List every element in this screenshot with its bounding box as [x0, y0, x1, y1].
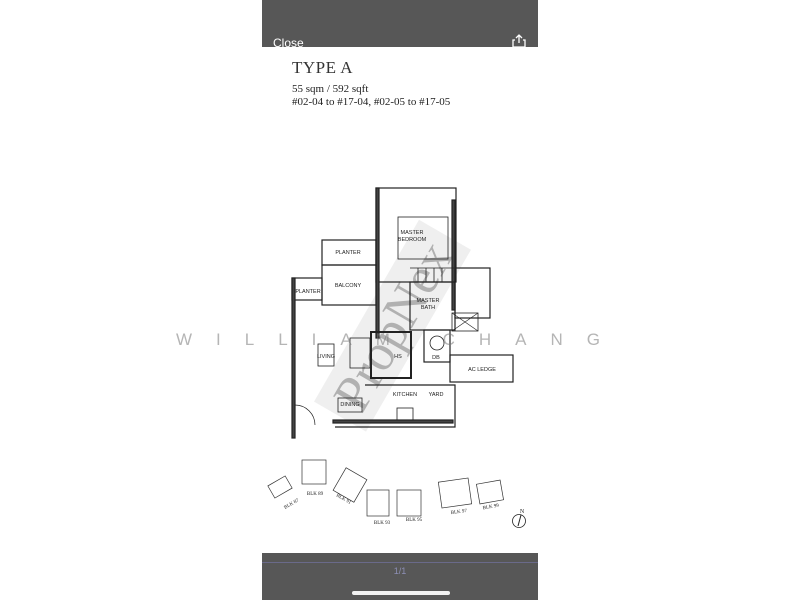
block-label: BLK 99 — [482, 504, 499, 512]
bed — [397, 216, 449, 260]
door — [294, 404, 316, 438]
home-indicator[interactable] — [352, 591, 450, 595]
shower — [451, 312, 479, 332]
divider — [262, 562, 538, 563]
living-left-wall — [291, 277, 296, 439]
sink — [396, 407, 414, 421]
room-label: BEDROOM — [398, 237, 427, 243]
plan-title: TYPE A — [292, 58, 354, 77]
watermark-text: WILLIAM CHANG — [175, 330, 625, 349]
page-indicator: 1/1 — [393, 566, 407, 576]
kitchen-room — [335, 384, 456, 428]
floor-plan: PropNex — [267, 187, 526, 528]
close-button[interactable]: Close — [273, 37, 304, 47]
room-label: MASTER — [401, 230, 424, 236]
site-plan — [267, 459, 504, 517]
wall — [451, 199, 456, 311]
top-toolbar: Close — [262, 0, 538, 47]
room-label: LIVING — [317, 354, 335, 360]
room-label: MASTER — [417, 298, 440, 304]
living-table — [317, 343, 335, 367]
block-label: BLK 93 — [374, 521, 391, 526]
room-label: BATH — [421, 305, 435, 311]
block-label: BLK 87 — [283, 498, 300, 511]
block-label: BLK 89 — [307, 492, 324, 497]
hs-room — [370, 331, 412, 379]
document-viewer: PropNex — [262, 0, 538, 600]
db-room — [423, 329, 451, 363]
ac-ledge-room — [449, 354, 514, 383]
room-label: YARD — [429, 392, 444, 398]
room-label: DINING — [340, 402, 359, 408]
room-label: DB — [432, 355, 440, 361]
room-label: BALCONY — [335, 283, 362, 289]
room-label: PLANTER — [295, 289, 320, 295]
room-label: PLANTER — [335, 250, 360, 256]
plan-units: #02-04 to #17-04, #02-05 to #17-05 — [292, 96, 451, 108]
compass-label: N — [520, 509, 525, 515]
block-label: BLK 97 — [451, 509, 468, 516]
block-label: BLK 95 — [406, 518, 423, 523]
room-label: AC LEDGE — [468, 367, 496, 373]
room-label: HS — [394, 354, 402, 360]
dining-table — [337, 397, 363, 413]
compass-icon — [512, 514, 526, 528]
room-label: KITCHEN — [393, 392, 417, 398]
plan-area: 55 sqm / 592 sqft — [292, 83, 369, 95]
bath-protrusion — [454, 267, 491, 319]
share-icon[interactable] — [512, 34, 526, 47]
sofa — [349, 337, 371, 369]
wardrobe — [410, 267, 454, 282]
bottom-toolbar: 1/1 — [262, 553, 538, 600]
